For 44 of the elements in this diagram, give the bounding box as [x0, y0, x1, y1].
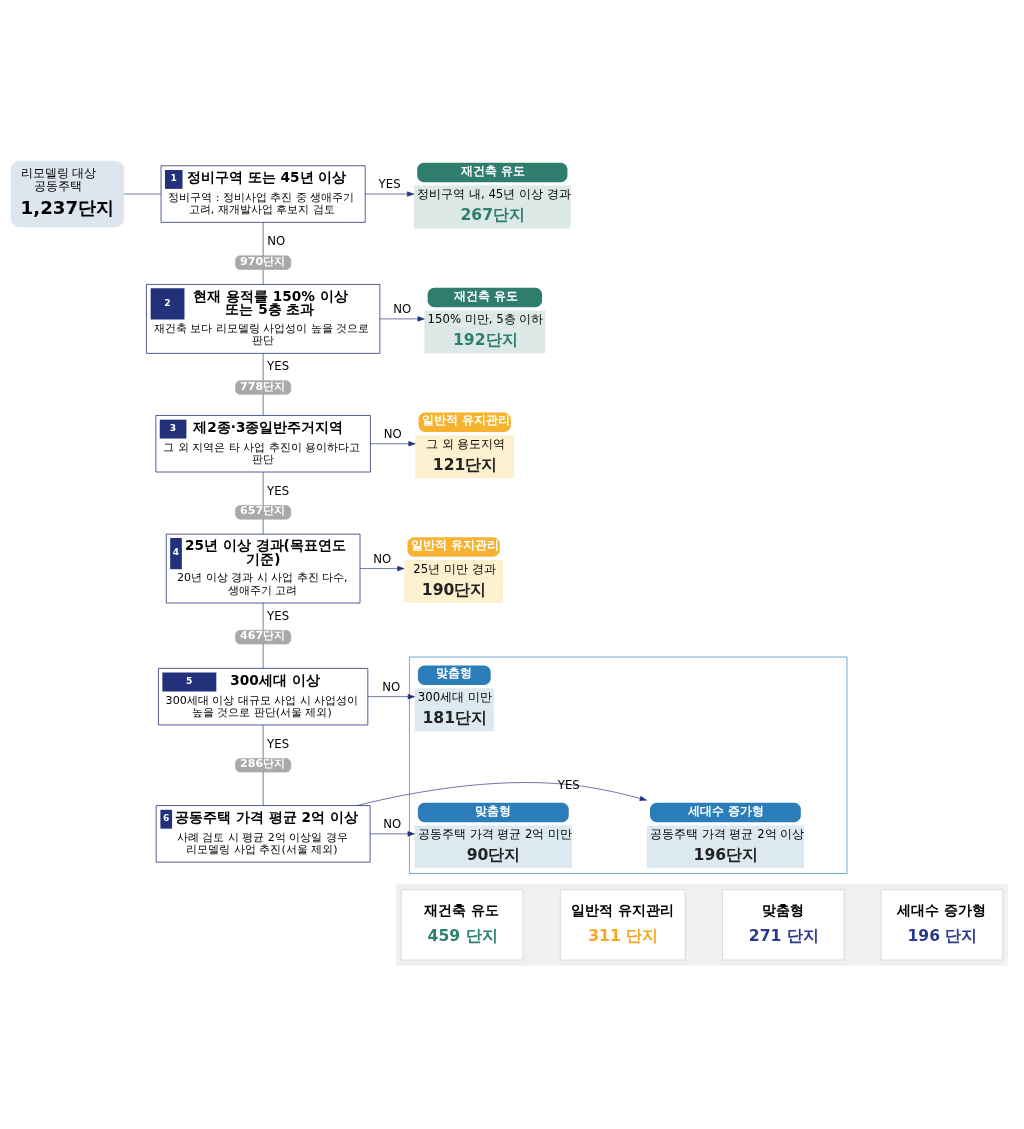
node-box: 3 제2종·3종일반주거지역 그 외 지역은 타 사업 추진이 용이하다고 판단: [155, 414, 371, 472]
arrow: [364, 190, 415, 197]
node-box: 657단지: [235, 504, 292, 519]
arrow: [359, 565, 405, 571]
connector: [262, 221, 264, 256]
cluster: [396, 883, 1008, 966]
edge-label: NO: [373, 551, 392, 566]
connector: [262, 268, 264, 285]
edge-label: YES: [267, 736, 290, 751]
node-box: 6 공동주택 가격 평균 2억 이상 사례 검토 시 평균 2억 이상일 경우 리모델링 사업 추진(서울 제외): [155, 804, 371, 863]
node-box: 1 정비구역 또는 45년 이상 정비구역 : 정비사업 추진 중 생애주기 고려, 재개발사업 후보지 검토: [160, 164, 366, 223]
edge-label: NO: [383, 426, 402, 441]
edge-label: YES: [557, 777, 580, 792]
arrow: [356, 781, 647, 806]
connector: [262, 352, 264, 381]
arrow: [369, 830, 415, 836]
node-box: 5 300세대 이상 300세대 이상 대규모 사업 시 사업성이 높을 것으로 판단(서울 제외): [158, 667, 369, 725]
connector: [262, 393, 264, 416]
connector: [262, 471, 264, 506]
node-box: 리모델링 대상 공동주택 1,237단지: [10, 160, 124, 227]
node-box: 세대수 증가형 196 단지: [880, 888, 1004, 960]
edge-label: YES: [267, 608, 290, 623]
edge-label: NO: [382, 679, 401, 694]
arrow: [370, 440, 416, 446]
node-box: 778단지: [235, 379, 292, 395]
node-box: 일반적 유지관리 311 단지: [559, 888, 686, 960]
edge-label: NO: [393, 301, 412, 316]
edge-label: YES: [267, 358, 290, 373]
edge-label: NO: [267, 233, 286, 248]
node-box: 970단지: [235, 255, 292, 270]
edge-label: YES: [267, 483, 290, 498]
connector: [262, 602, 264, 630]
node-box: 467단지: [235, 629, 292, 644]
node-box: 2 현재 용적률 150% 이상 또는 5층 초과 재건축 보다 리모델링 사업성이 높을 것으로 판단: [146, 283, 381, 354]
edge-label: YES: [378, 176, 401, 191]
edge-label: NO: [383, 816, 402, 831]
arrow: [367, 693, 415, 699]
connector: [262, 643, 264, 668]
node-box: 맞춤형 271 단지: [722, 888, 845, 960]
node-box: 재건축 유도 459 단지: [400, 888, 524, 960]
connector: [262, 771, 264, 806]
arrow: [379, 315, 425, 321]
connector: [262, 724, 264, 759]
node-box: 286단지: [235, 757, 292, 772]
